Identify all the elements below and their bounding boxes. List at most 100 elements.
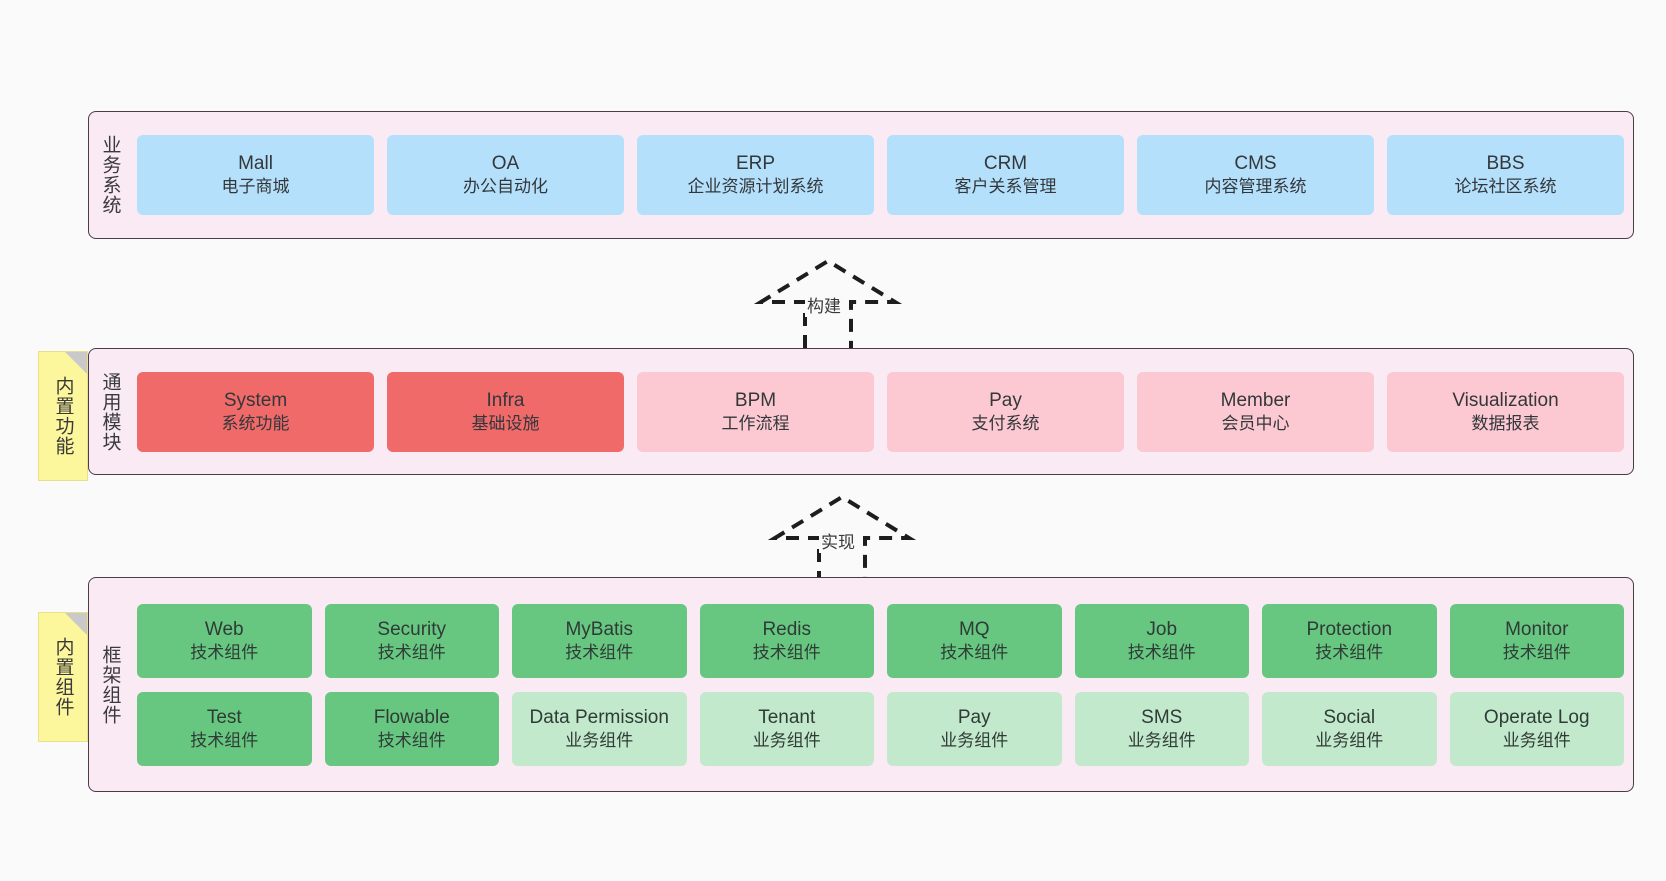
cell-erp-desc: 企业资源计划系统 [687,177,824,197]
cell-pay-component-desc: 业务组件 [940,730,1009,750]
cell-pay-module-name: Pay [989,389,1022,411]
cell-redis[interactable]: Redis 技术组件 [699,603,874,678]
cell-sms-desc: 业务组件 [1127,730,1196,750]
connector-build: 构建 [753,258,903,348]
cell-oa[interactable]: OA 办公自动化 [387,135,624,215]
cell-oa-desc: 办公自动化 [463,177,548,197]
cell-visualization-desc: 数据报表 [1471,413,1540,433]
cell-cms[interactable]: CMS 内容管理系统 [1137,135,1374,215]
cell-monitor-desc: 技术组件 [1502,642,1571,662]
cell-operate-log-name: Operate Log [1483,706,1590,728]
cell-web-name: Web [204,618,244,640]
cell-system-name: System [223,389,288,411]
cell-mybatis-name: MyBatis [565,618,634,640]
cell-test-desc: 技术组件 [190,730,259,750]
cell-member[interactable]: Member 会员中心 [1137,371,1374,452]
cell-web[interactable]: Web 技术组件 [137,603,312,678]
cell-bbs-desc: 论坛社区系统 [1454,177,1557,197]
connector-build-label: 构建 [805,292,843,317]
cell-web-desc: 技术组件 [190,642,259,662]
page-fold-icon [65,352,87,374]
cell-mall[interactable]: Mall 电子商城 [137,135,374,215]
cell-tenant-desc: 业务组件 [752,730,821,750]
cell-protection-desc: 技术组件 [1315,642,1384,662]
connector-implement: 实现 [767,494,917,584]
framework-row-tech: Web 技术组件 Security 技术组件 MyBatis 技术组件 Redi… [137,603,1624,678]
layer-body-common-module: System 系统功能 Infra 基础设施 BPM 工作流程 Pay 支付系统… [131,349,1633,474]
layer-body-business-system: Mall 电子商城 OA 办公自动化 ERP 企业资源计划系统 CRM 客户关系… [131,112,1633,238]
cell-visualization-name: Visualization [1452,389,1559,411]
page-fold-icon [65,613,87,635]
cell-bbs[interactable]: BBS 论坛社区系统 [1387,135,1624,215]
note-builtin-component-label: 内置组件 [52,637,74,717]
cell-cms-name: CMS [1234,153,1277,175]
cell-visualization[interactable]: Visualization 数据报表 [1387,371,1624,452]
cell-erp[interactable]: ERP 企业资源计划系统 [637,135,874,215]
cell-bpm-desc: 工作流程 [721,413,790,433]
cell-member-name: Member [1220,389,1291,411]
cell-protection-name: Protection [1306,618,1393,640]
layer-body-framework-component: Web 技术组件 Security 技术组件 MyBatis 技术组件 Redi… [131,578,1633,791]
cell-crm[interactable]: CRM 客户关系管理 [887,135,1124,215]
cell-sms[interactable]: SMS 业务组件 [1074,691,1249,766]
cell-mq-name: MQ [958,618,990,640]
cell-tenant-name: Tenant [758,706,816,728]
cell-social[interactable]: Social 业务组件 [1262,691,1437,766]
cell-infra-desc: 基础设施 [471,413,540,433]
cell-infra[interactable]: Infra 基础设施 [387,371,624,452]
cell-data-permission[interactable]: Data Permission 业务组件 [512,691,687,766]
cell-job-name: Job [1146,618,1178,640]
cell-test-name: Test [206,706,242,728]
cell-oa-name: OA [491,153,520,175]
cell-data-permission-desc: 业务组件 [565,730,634,750]
cell-system[interactable]: System 系统功能 [137,371,374,452]
cell-mybatis-desc: 技术组件 [565,642,634,662]
cell-mq[interactable]: MQ 技术组件 [887,603,1062,678]
cell-mall-desc: 电子商城 [221,177,290,197]
cell-mall-name: Mall [238,153,273,175]
cell-security-name: Security [377,618,447,640]
cell-pay-module[interactable]: Pay 支付系统 [887,371,1124,452]
cell-operate-log[interactable]: Operate Log 业务组件 [1449,691,1624,766]
note-builtin-component: 内置组件 [38,612,88,742]
connector-implement-label: 实现 [819,528,857,553]
cell-security[interactable]: Security 技术组件 [324,603,499,678]
cell-mybatis[interactable]: MyBatis 技术组件 [512,603,687,678]
cell-flowable[interactable]: Flowable 技术组件 [324,691,499,766]
framework-row-business: Test 技术组件 Flowable 技术组件 Data Permission … [137,691,1624,766]
cell-system-desc: 系统功能 [221,413,290,433]
cell-social-desc: 业务组件 [1315,730,1384,750]
cell-test[interactable]: Test 技术组件 [137,691,312,766]
cell-monitor[interactable]: Monitor 技术组件 [1449,603,1624,678]
cell-social-name: Social [1323,706,1376,728]
cell-crm-name: CRM [983,153,1028,175]
cell-bbs-name: BBS [1486,153,1525,175]
cell-protection[interactable]: Protection 技术组件 [1262,603,1437,678]
note-builtin-function: 内置功能 [38,351,88,481]
cell-pay-component[interactable]: Pay 业务组件 [887,691,1062,766]
layer-title-business-system: 业务系统 [99,135,121,215]
cell-job[interactable]: Job 技术组件 [1074,603,1249,678]
cell-bpm-name: BPM [734,389,777,411]
cell-cms-desc: 内容管理系统 [1204,177,1307,197]
cell-bpm[interactable]: BPM 工作流程 [637,371,874,452]
cell-mq-desc: 技术组件 [940,642,1009,662]
cell-pay-module-desc: 支付系统 [971,413,1040,433]
cell-pay-component-name: Pay [957,706,991,728]
cell-member-desc: 会员中心 [1221,413,1290,433]
cell-tenant[interactable]: Tenant 业务组件 [699,691,874,766]
cell-flowable-desc: 技术组件 [377,730,446,750]
cell-data-permission-name: Data Permission [529,706,669,728]
cell-erp-name: ERP [735,153,776,175]
note-builtin-function-label: 内置功能 [52,376,74,456]
cell-monitor-name: Monitor [1505,618,1569,640]
cell-infra-name: Infra [486,389,525,411]
layer-title-common-module: 通用模块 [99,371,121,452]
cell-redis-name: Redis [762,618,812,640]
cell-crm-desc: 客户关系管理 [954,177,1057,197]
cell-flowable-name: Flowable [373,706,450,728]
layer-business-system: 业务系统 Mall 电子商城 OA 办公自动化 ERP 企业资源计划系统 CRM… [88,111,1634,239]
cell-operate-log-desc: 业务组件 [1502,730,1571,750]
layer-title-framework-component: 框架组件 [99,644,121,725]
